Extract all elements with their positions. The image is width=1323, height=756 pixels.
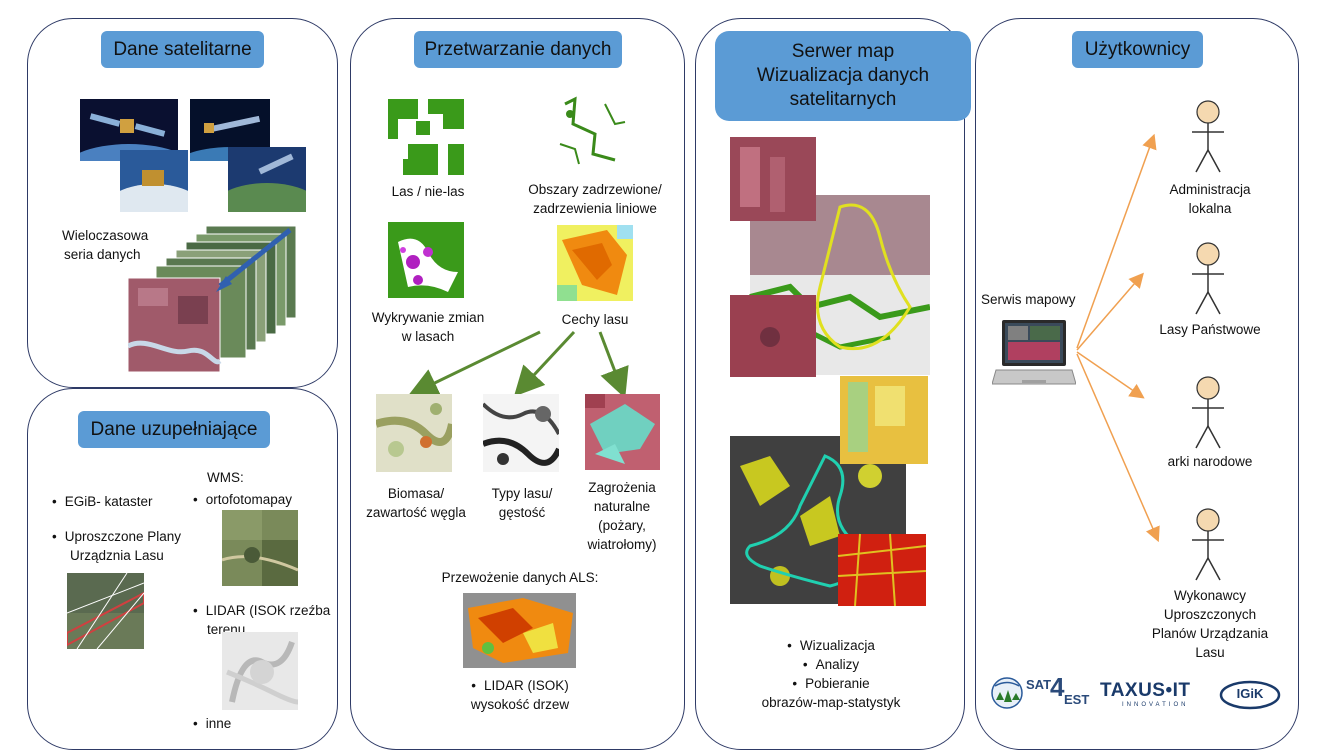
bullet-lidar-relief-line1: LIDAR (ISOK rzeźba <box>193 601 331 620</box>
change-detection-map <box>388 222 464 298</box>
orthophoto-image <box>222 510 298 586</box>
label-lidar-height-line1: LIDAR (ISOK) <box>440 676 600 695</box>
wms-label: WMS: <box>207 470 244 485</box>
time-series-stack <box>128 226 298 374</box>
igik-logo: IGiK <box>1219 680 1281 710</box>
label-contractors-line2: Uproszczonych <box>1163 607 1257 622</box>
bullet-upl-line2: Urządznia Lasu <box>70 548 164 563</box>
label-natural-threats-line1: Zagrożenia <box>588 480 656 495</box>
label-local-admin: Administracja lokalna <box>1140 180 1280 218</box>
label-contractors-line1: Wykonawcy <box>1174 588 1246 603</box>
bullet-upl: Uproszczone Plany Urządznia Lasu <box>52 527 181 565</box>
igik-text: IGiK <box>1236 686 1264 701</box>
bullet-other: inne <box>193 714 232 733</box>
satellite-image-2 <box>120 150 188 212</box>
label-biomass-line2: zawartość węgla <box>366 505 466 520</box>
label-local-admin-line1: Administracja <box>1169 182 1251 197</box>
label-biomass-line1: Biomasa/ <box>387 486 445 501</box>
header-data-processing: Przetwarzanie danych <box>414 31 622 68</box>
label-wooded-areas-line2: zadrzewienia liniowe <box>533 201 657 216</box>
sat4est-four: 4 <box>1050 672 1065 702</box>
actor-local-admin-icon <box>1192 100 1224 173</box>
header-map-server-line3: satelitarnych <box>789 89 897 110</box>
bullet-download: Pobieranie <box>718 674 944 693</box>
label-contractors: Wykonawcy Uproszczonych Planów Urządzani… <box>1130 586 1290 662</box>
header-users: Użytkownicy <box>1072 31 1203 68</box>
label-change-detection: Wykrywanie zmian w lasach <box>360 308 496 346</box>
label-wooded-areas: Obszary zadrzewione/ zadrzewienia liniow… <box>505 180 685 218</box>
actor-state-forests-icon <box>1192 242 1224 315</box>
satellite-image-4 <box>228 147 306 212</box>
user-arrows <box>1076 133 1160 543</box>
sat4est-logo: SAT 4 EST <box>990 672 1095 714</box>
forest-traits-map <box>557 225 633 301</box>
label-change-detection-line2: w lasach <box>401 329 455 344</box>
bullet-download-detail: obrazów-map-statystyk <box>761 695 901 710</box>
label-change-detection-line1: Wykrywanie zmian <box>371 310 485 325</box>
header-map-server-line1: Serwer map <box>791 41 895 62</box>
bullet-visualization: Wizualizacja <box>718 636 944 655</box>
server-bullets: Wizualizacja Analizy Pobieranie obrazów-… <box>718 636 944 712</box>
bullet-upl-line1: Uproszczone Plany <box>52 527 181 546</box>
server-composite-map-top <box>730 137 930 377</box>
label-biomass: Biomasa/ zawartość węgla <box>350 484 482 522</box>
label-natural-threats: Zagrożenia naturalne (pożary, wiatrołomy… <box>572 478 672 554</box>
label-contractors-line3: Planów Urządzania <box>1151 626 1269 641</box>
multitemporal-label-line2: seria danych <box>64 247 141 262</box>
taxus-logo: TAXUS•IT INNOVATION <box>1100 680 1215 710</box>
label-lidar-height: LIDAR (ISOK) wysokość drzew <box>440 676 600 714</box>
label-national-parks: arki narodowe <box>1167 454 1253 469</box>
sat4est-sat: SAT <box>1026 677 1052 692</box>
label-local-admin-line2: lokalna <box>1188 201 1232 216</box>
sat4est-est: EST <box>1064 692 1090 707</box>
label-natural-threats-line2: naturalne <box>593 499 651 514</box>
bullet-analysis: Analizy <box>718 655 944 674</box>
sat4est-globe-icon <box>991 677 1023 709</box>
natural-threats-map <box>585 394 660 470</box>
label-forest-types-line1: Typy lasu/ <box>491 486 553 501</box>
label-lidar-height-line2: wysokość drzew <box>470 697 570 712</box>
bullet-egib: EGiB- kataster <box>52 492 153 511</box>
header-map-server-line2: Wizualizacja danych <box>756 65 930 86</box>
multitemporal-label: Wieloczasowa seria danych <box>62 226 148 264</box>
label-als-data: Przewożenie danych ALS: <box>441 570 599 585</box>
cadastre-image <box>67 573 144 649</box>
multitemporal-label-line1: Wieloczasowa <box>62 228 149 243</box>
als-height-map <box>463 593 576 668</box>
label-forest-types-line2: gęstość <box>498 505 546 520</box>
label-contractors-line4: Lasu <box>1195 645 1225 660</box>
bullet-orthophoto: ortofotomapay <box>193 490 292 509</box>
header-map-server: Serwer map Wizualizacja danych satelitar… <box>715 31 971 121</box>
actor-contractors-icon <box>1192 508 1224 581</box>
label-natural-threats-line4: wiatrołomy) <box>587 537 657 552</box>
lidar-relief-image <box>222 632 298 710</box>
biomass-map <box>376 394 452 472</box>
label-state-forests: Lasy Państwowe <box>1159 322 1261 337</box>
actor-national-parks-icon <box>1192 376 1224 449</box>
laptop-icon <box>992 318 1076 390</box>
taxus-text: TAXUS•IT <box>1100 680 1191 701</box>
server-composite-map-bottom <box>730 376 930 606</box>
taxus-subtext: INNOVATION <box>1122 702 1189 708</box>
forest-nonforest-map <box>388 99 464 175</box>
label-forest-types: Typy lasu/ gęstość <box>474 484 570 522</box>
header-supplementary-data: Dane uzupełniające <box>78 411 270 448</box>
label-forest-traits: Cechy lasu <box>561 312 629 327</box>
label-forest-nonforest: Las / nie-las <box>391 184 465 199</box>
forest-types-map <box>483 394 559 472</box>
label-natural-threats-line3: (pożary, <box>598 518 646 533</box>
label-wooded-areas-line1: Obszary zadrzewione/ <box>528 182 662 197</box>
processing-arrows <box>407 330 629 399</box>
header-satellite-data: Dane satelitarne <box>101 31 264 68</box>
label-map-service: Serwis mapowy <box>981 292 1076 307</box>
igik-oval-icon <box>1219 680 1281 710</box>
wooded-areas-map <box>555 94 633 172</box>
